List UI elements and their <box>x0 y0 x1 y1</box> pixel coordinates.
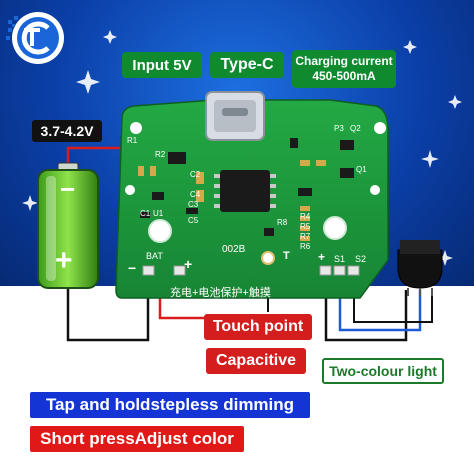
led-wire-blue <box>338 275 422 332</box>
battery-plus-sign: + <box>55 244 73 277</box>
label-c4: C4 <box>190 190 201 199</box>
brand-logo-icon <box>6 12 64 64</box>
pad-label-bat: BAT <box>146 251 163 261</box>
black-wire <box>66 272 150 342</box>
label-c5: C5 <box>188 216 199 225</box>
pad-label-minus: − <box>128 260 137 276</box>
label-p3: P3 <box>334 124 344 133</box>
battery-voltage-label: 3.7-4.2V <box>32 120 102 142</box>
capacitive-label: Capacitive <box>206 348 306 374</box>
pad-label-s2: S2 <box>355 254 367 264</box>
short-press-color-label: Short pressAdjust color <box>30 426 244 452</box>
label-q1: Q1 <box>356 165 367 174</box>
label-r1: R1 <box>127 136 138 145</box>
pad-label-plus: + <box>184 256 193 272</box>
mounting-hole <box>130 122 142 134</box>
label-r4: R4 <box>300 212 311 221</box>
pcb-silkscreen-chinese: 充电+电池保护+触摸 <box>170 287 271 299</box>
pad-label-s1: S1 <box>334 254 346 264</box>
label-r7: R7 <box>300 232 311 241</box>
mounting-hole <box>374 122 386 134</box>
pad-label-led-plus: + <box>318 250 326 264</box>
label-r6: R6 <box>300 242 311 251</box>
tap-hold-dimming-label: Tap and holdstepless dimming <box>30 392 310 418</box>
type-c-label: Type-C <box>210 52 284 78</box>
mounting-hole <box>323 216 347 240</box>
label-c2: C2 <box>190 170 201 179</box>
touch-pad <box>261 251 275 265</box>
main-chip <box>220 170 270 212</box>
charging-current-line2: 450-500mA <box>312 69 376 83</box>
label-r5: R5 <box>300 222 311 231</box>
pcb-board <box>115 91 389 299</box>
battery-icon <box>37 162 99 289</box>
label-r2: R2 <box>155 150 166 159</box>
label-q2: Q2 <box>350 124 361 133</box>
charging-current-line1: Charging current <box>295 54 393 68</box>
battery-minus-sign: − <box>60 174 76 204</box>
mounting-hole <box>148 219 172 243</box>
touch-point-label: Touch point <box>204 314 312 340</box>
two-colour-led-icon <box>397 240 443 296</box>
two-colour-light-label: Two-colour light <box>322 358 444 384</box>
led-wire-common <box>324 275 408 342</box>
chip-model-label: 002B <box>222 244 246 255</box>
sparkles-decoration <box>0 0 474 300</box>
label-c1: C1 <box>140 209 151 218</box>
charging-current-label: Charging current 450-500mA <box>292 50 396 88</box>
input-voltage-label: Input 5V <box>122 52 202 78</box>
label-c3: C3 <box>188 200 199 209</box>
label-r8: R8 <box>277 218 288 227</box>
pad-label-touch: T <box>283 250 290 262</box>
label-u1: U1 <box>153 209 164 218</box>
